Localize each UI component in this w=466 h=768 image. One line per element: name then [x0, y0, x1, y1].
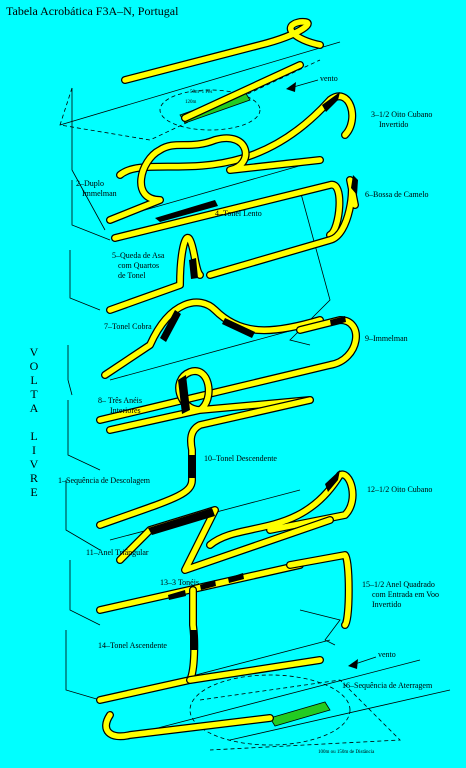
- maneuver-14-label: 14–Tonel Ascendente: [98, 641, 167, 650]
- flight-path: [96, 17, 360, 741]
- roll-marker: [322, 92, 340, 112]
- wind-label-bottom: vento: [378, 650, 396, 659]
- maneuver-11-label: 11–Anel Triângular: [86, 548, 149, 557]
- page-title: Tabela Acrobática F3A–N, Portugal: [6, 4, 179, 18]
- connector-line: [67, 345, 73, 396]
- side-letter: I: [32, 443, 36, 457]
- label-line: 8– Três Anéis: [98, 396, 143, 405]
- volta-livre-label: V O L T A L I V R E: [24, 345, 44, 499]
- roll-markers: [148, 92, 358, 650]
- maneuver-5-label: 5–Queda de Asa com Quartos de Tonel: [112, 251, 164, 281]
- roll-marker: [178, 375, 190, 414]
- maneuver-6-label: 6–Bossa de Camelo: [365, 190, 429, 199]
- path-m7: [101, 298, 324, 379]
- maneuver-12-label: 12–1/2 Oito Cubano: [367, 485, 433, 494]
- side-letter: A: [29, 401, 39, 415]
- box-top-label-a: 50m~1 Pés: [190, 90, 213, 95]
- maneuver-16-label: 16–Sequência de Aterragem: [342, 681, 433, 690]
- takeoff-circle: [159, 89, 261, 131]
- label-line: de Tonel: [118, 271, 146, 280]
- label-line: Immelman: [82, 189, 117, 198]
- label-line: 2–Duplo: [76, 179, 104, 188]
- side-letter: E: [30, 485, 38, 499]
- landing-box-line: [199, 679, 401, 751]
- takeoff-box-line: [59, 41, 341, 126]
- connector-line: [69, 250, 101, 311]
- roll-marker: [200, 580, 216, 590]
- connector-line: [65, 630, 101, 701]
- connector-line: [71, 88, 106, 231]
- wind-arrowhead: [348, 659, 358, 669]
- roll-marker: [228, 573, 244, 583]
- roll-marker: [325, 470, 340, 492]
- wind-arrowhead: [286, 82, 296, 92]
- connector-line: [69, 560, 101, 626]
- path-m10-fill: [97, 397, 313, 528]
- roll-marker: [155, 200, 218, 222]
- path-takeoff-fill: [122, 19, 323, 83]
- path-m4-fill: [112, 182, 343, 241]
- path-m13-fill: [97, 562, 303, 613]
- side-letter: R: [29, 471, 38, 485]
- landing-circle: [189, 674, 351, 746]
- landing-runway: [269, 701, 331, 727]
- maneuver-10-label: 10–Tonel Descendente: [204, 454, 277, 463]
- side-letter: T: [30, 387, 38, 401]
- roll-marker: [222, 318, 255, 338]
- side-letter: L: [30, 373, 38, 387]
- connector-line: [299, 609, 341, 646]
- path-m1-line-fill: [182, 62, 303, 121]
- maneuver-8-label: 8– Três Anéis Interiores: [98, 396, 142, 416]
- box-bottom-label: 100m ou 150m de Distância: [318, 750, 375, 755]
- maneuver-2-label: 2–Duplo Immelman: [76, 179, 117, 199]
- side-letter: L: [30, 429, 38, 443]
- connector-line: [71, 180, 111, 241]
- landing-box-line: [229, 689, 451, 741]
- roll-marker: [168, 590, 186, 600]
- path-m3-fill: [117, 93, 355, 178]
- label-line: Invertido: [379, 120, 409, 129]
- side-letter: O: [29, 359, 39, 373]
- wind-label-top: vento: [320, 74, 338, 83]
- label-line: Interiores: [110, 406, 141, 415]
- roll-marker: [189, 455, 196, 478]
- path-m5-fill: [207, 177, 358, 278]
- label-line: 15–1/2 Anel Quadrado: [362, 580, 435, 589]
- label-line: Invertido: [372, 600, 402, 609]
- side-letter: V: [29, 457, 39, 471]
- roll-marker: [160, 310, 181, 342]
- roll-marker: [148, 508, 215, 535]
- maneuver-13-label: 13–3 Tonéis: [160, 578, 200, 587]
- maneuver-3-label: 3–1/2 Oito Cubano Invertido: [371, 110, 432, 130]
- connector-line: [67, 400, 101, 471]
- maneuver-15-label: 15–1/2 Anel Quadrado com Entrada em Voo …: [362, 580, 439, 610]
- label-line: com Quartos: [118, 261, 160, 270]
- path-m2-fill: [107, 135, 323, 223]
- label-line: 3–1/2 Oito Cubano: [371, 110, 433, 119]
- landing-box-line: [149, 659, 421, 731]
- maneuver-7-label: 7–Tonel Cobra: [104, 322, 152, 331]
- roll-marker: [189, 258, 198, 279]
- roll-marker: [351, 175, 358, 195]
- wind-arrows: [286, 79, 377, 669]
- maneuver-4-label: 4–Tonel Lento: [215, 209, 262, 218]
- path-m15-fill: [287, 552, 352, 628]
- roll-marker: [330, 316, 346, 326]
- label-line: com Entrada em Voo: [372, 590, 440, 599]
- box-top-label-b: 120m: [185, 100, 197, 105]
- side-letter: V: [29, 345, 39, 359]
- path-m11-fill: [117, 507, 333, 573]
- maneuver-1-label: 1–Sequência de Descolagem: [58, 476, 150, 485]
- maneuver-9-label: 9–Immelman: [365, 334, 408, 343]
- path-m16-fill: [103, 657, 323, 739]
- label-line: 5–Queda de Asa: [112, 251, 165, 260]
- connector-line: [65, 480, 101, 551]
- roll-marker: [190, 630, 197, 650]
- path-m7-fill: [102, 299, 323, 378]
